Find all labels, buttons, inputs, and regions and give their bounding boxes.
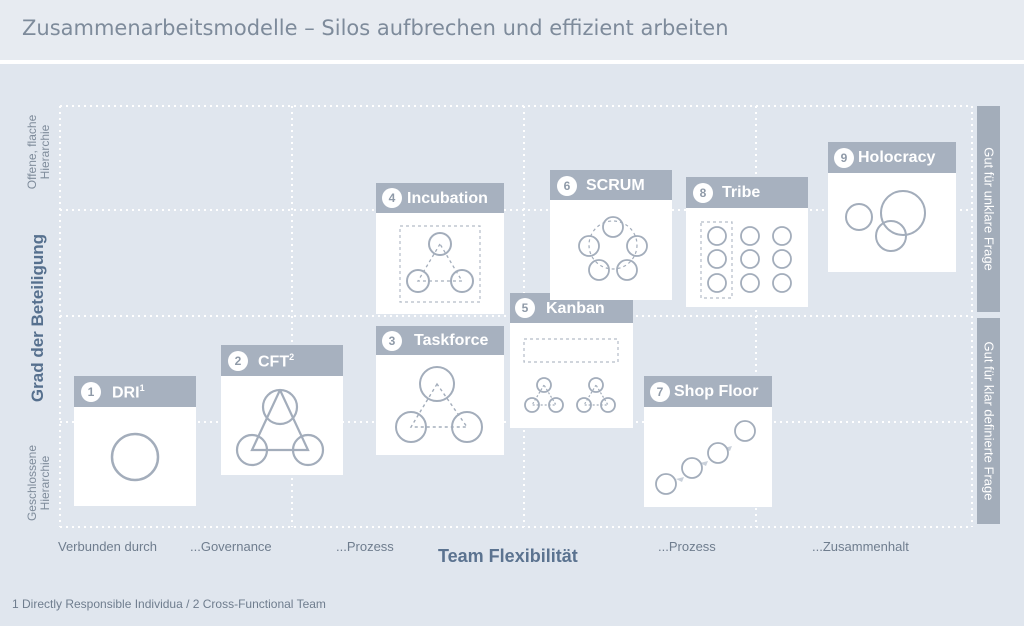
x-tick: ...Prozess: [658, 539, 716, 554]
model-card-dri: 1 DRI1: [74, 376, 196, 506]
right-label-top-text: Gut für unklare Frage: [981, 147, 996, 271]
card-header: 3 Taskforce: [376, 326, 504, 355]
model-card-kanban: 5 Kanban: [510, 293, 633, 428]
model-card-cft: 2 CFT2: [221, 345, 343, 475]
model-name: Taskforce: [414, 332, 489, 349]
footnote-ref: 1: [139, 383, 145, 393]
model-name: DRI: [112, 384, 140, 402]
x-tick: Verbunden durch: [58, 539, 158, 554]
model-name: Incubation: [407, 190, 488, 207]
model-name: CFT: [258, 353, 290, 371]
card-header: 2 CFT2: [221, 345, 343, 376]
model-number-badge: 8: [693, 183, 713, 203]
model-card-tribe: 8 Tribe: [686, 177, 808, 307]
model-number-badge: 1: [81, 382, 101, 402]
page-title: Zusammenarbeitsmodelle – Silos aufbreche…: [22, 16, 729, 40]
model-name-label: DRI1: [112, 383, 145, 402]
model-name-label: Tribe: [722, 184, 760, 202]
card-header: 9 Holocracy: [828, 142, 956, 173]
model-name-label: CFT2: [258, 352, 294, 371]
dashed-triangle-circles-icon: [395, 366, 483, 443]
model-card-taskforce: 3 Taskforce: [376, 326, 504, 455]
model-name-label: Taskforce: [414, 332, 488, 350]
overlapping-circles-icon: [845, 190, 926, 252]
right-label-bottom-text: Gut für klar definierte Frage: [981, 341, 996, 501]
card-header: 6 SCRUM: [550, 170, 672, 200]
model-card-scrum: 6 SCRUM: [550, 170, 672, 300]
footnote: 1 Directly Responsible Individua / 2 Cro…: [12, 597, 326, 611]
x-tick: ...Governance: [190, 539, 272, 554]
triangle-circles-icon: [235, 388, 325, 467]
model-name-label: SCRUM: [586, 177, 645, 195]
model-card-incubation: 4 Incubation: [376, 183, 504, 314]
model-number-badge: 7: [650, 382, 670, 402]
y-axis-label: Grad der Beteiligung: [28, 233, 47, 403]
x-tick: ...Zusammenhalt: [812, 539, 909, 554]
card-header: 1 DRI1: [74, 376, 196, 407]
y-top-label: Offene, flache Hierarchie: [25, 115, 52, 190]
model-number-badge: 9: [834, 148, 854, 168]
model-name-label: Incubation: [407, 190, 488, 208]
right-label-defined: Gut für klar definierte Frage: [977, 318, 1000, 524]
model-name: Holocracy: [858, 149, 936, 166]
model-name-label: Kanban: [546, 300, 605, 318]
y-bottom-label-line2: Hierarchie: [38, 455, 52, 511]
chain-circles-icon: [655, 420, 756, 495]
card-header: 7 Shop Floor: [644, 376, 772, 407]
model-name: Tribe: [722, 184, 761, 201]
card-header: 4 Incubation: [376, 183, 504, 213]
model-number-badge: 3: [382, 331, 402, 351]
model-number-badge: 6: [557, 176, 577, 196]
footnote-ref: 2: [289, 352, 295, 362]
model-card-shop-floor: 7 Shop Floor: [644, 376, 772, 507]
kanban-board-icon: [523, 338, 619, 413]
single-circle-icon: [110, 432, 160, 482]
title-bar: Zusammenarbeitsmodelle – Silos aufbreche…: [0, 0, 1024, 60]
boxed-triangle-circles-icon: [399, 225, 481, 303]
right-label-unclear: Gut für unklare Frage: [977, 106, 1000, 312]
model-name: SCRUM: [586, 177, 645, 194]
model-name: Shop Floor: [674, 383, 759, 400]
model-number-badge: 4: [382, 188, 402, 208]
y-bottom-label: Geschlossene Hierarchie: [25, 445, 52, 521]
x-tick: ...Prozess: [336, 539, 394, 554]
model-name: Kanban: [546, 300, 605, 317]
title-divider: [0, 60, 1024, 64]
scrum-ring-icon: [578, 216, 648, 281]
card-header: 8 Tribe: [686, 177, 808, 208]
y-top-label-line2: Hierarchie: [38, 124, 52, 180]
model-card-holocracy: 9 Holocracy: [828, 142, 956, 272]
model-number-badge: 5: [515, 298, 535, 318]
circle-grid-icon: [700, 221, 792, 299]
model-name-label: Shop Floor: [674, 383, 758, 401]
model-name-label: Holocracy: [858, 149, 935, 167]
x-axis-label: Team Flexibilität: [438, 546, 578, 566]
model-number-badge: 2: [228, 351, 248, 371]
